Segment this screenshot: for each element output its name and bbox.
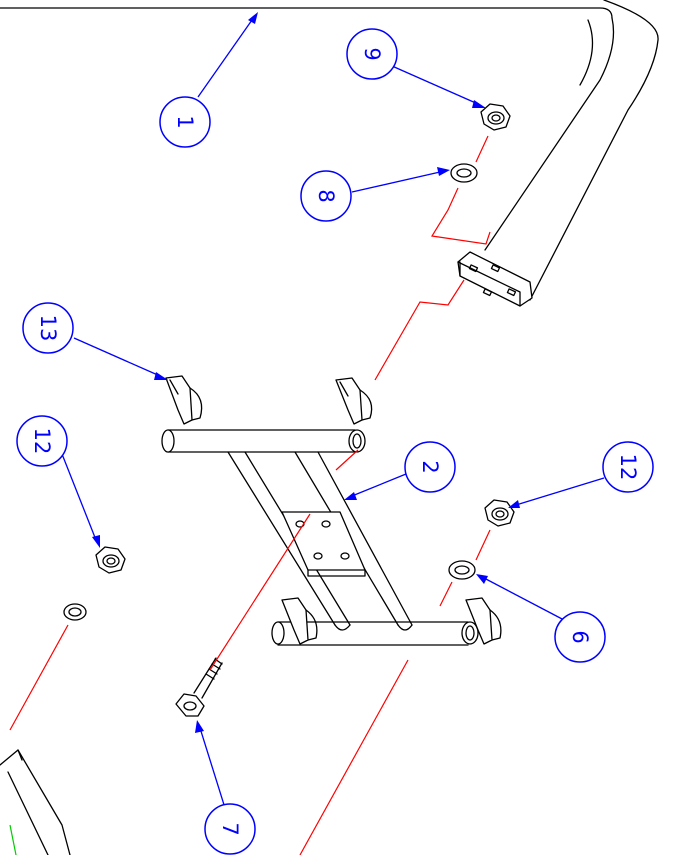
svg-text:13: 13	[36, 315, 60, 342]
crossbar-frame	[161, 429, 479, 646]
clip-bottom-right	[465, 597, 502, 645]
washer-lower-right	[448, 560, 476, 580]
callout-balloon-7: 7	[204, 803, 256, 855]
nut-left	[95, 546, 126, 574]
clip-top-right	[335, 377, 373, 425]
partial-bracket	[0, 749, 71, 855]
clip-top-left	[165, 375, 203, 425]
washer-lower-left	[63, 603, 87, 621]
assembly-axis-lines	[9, 135, 491, 855]
svg-text:7: 7	[218, 822, 242, 835]
bolt	[175, 657, 223, 717]
svg-text:6: 6	[568, 630, 592, 643]
callout-balloon-12-right: 12	[602, 441, 654, 493]
callout-balloon-8: 8	[300, 170, 352, 222]
main-frame-tube	[0, 0, 659, 307]
callout-balloon-13: 13	[22, 302, 74, 354]
callout-balloon-9: 9	[346, 28, 398, 80]
callout-leaders	[61, 12, 605, 809]
svg-text:9: 9	[360, 47, 384, 60]
svg-text:12: 12	[616, 454, 640, 481]
svg-text:1: 1	[173, 115, 197, 128]
callout-balloon-2: 2	[404, 441, 456, 493]
callout-balloon-1: 1	[159, 96, 211, 148]
clip-bottom-left	[281, 597, 318, 645]
nut-upper	[480, 103, 511, 131]
washer-upper	[450, 163, 478, 183]
svg-text:12: 12	[30, 428, 54, 455]
nut-right	[484, 499, 515, 527]
callout-balloon-6: 6	[554, 611, 606, 663]
svg-text:8: 8	[314, 189, 338, 202]
svg-text:2: 2	[418, 460, 442, 473]
callout-balloon-12-left: 12	[16, 415, 68, 467]
